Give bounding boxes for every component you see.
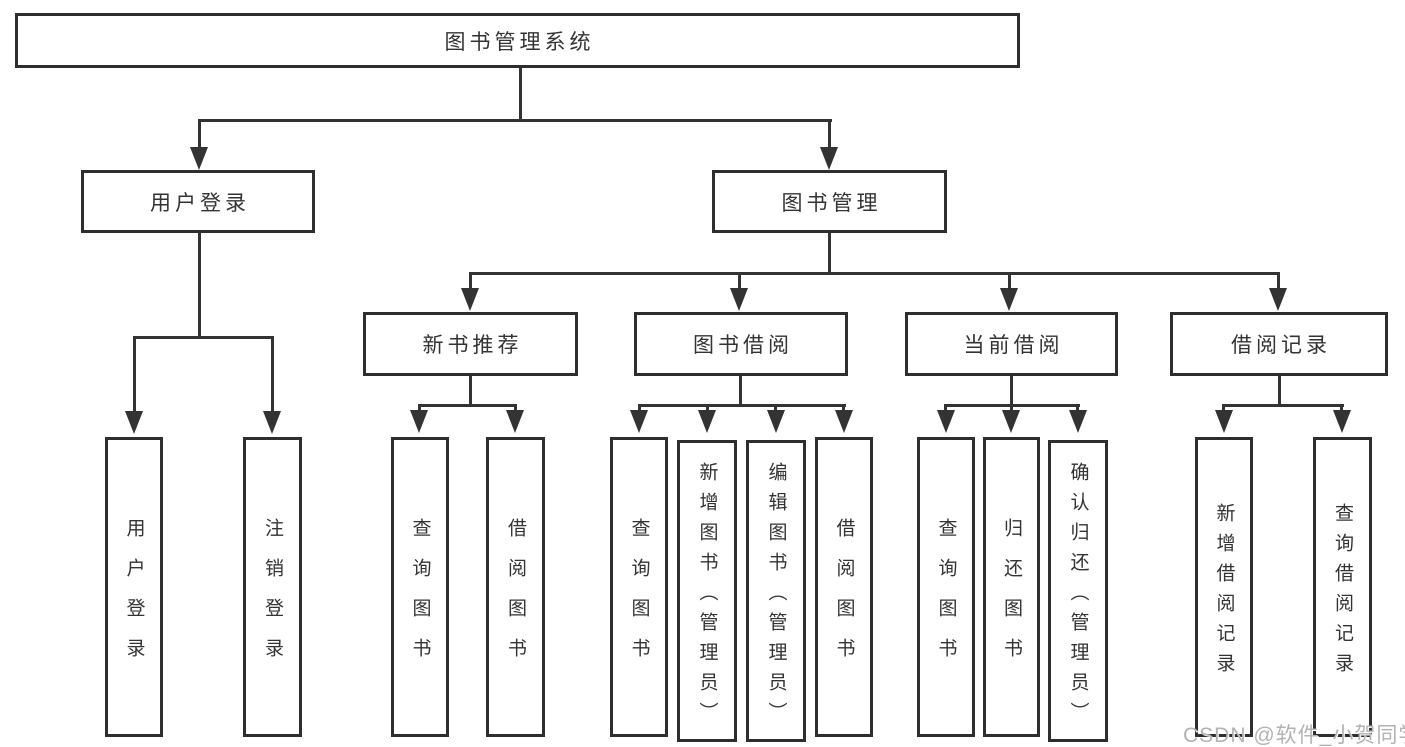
node-label: 图书借阅: [693, 334, 793, 357]
arrow-down-icon: [1269, 288, 1287, 311]
node-label: 用户登录: [150, 191, 250, 215]
leaf-query-books-current: 查询图书: [917, 437, 975, 737]
leaf-edit-book-admin: 编辑图书（管理员）: [746, 440, 806, 742]
connector-drop-borrow-records: [1277, 272, 1280, 289]
node-label: 查询图书: [935, 517, 957, 678]
leaf-borrow-books-rec: 借阅图书: [486, 437, 545, 737]
node-label: 归还图书: [1001, 517, 1022, 678]
connector-stub: [1340, 404, 1343, 412]
node-label: 借阅记录: [1231, 334, 1331, 357]
arrow-down-icon: [767, 410, 785, 433]
arrow-down-icon: [1000, 288, 1018, 311]
arrow-down-icon: [835, 410, 853, 433]
connector-rec-rail: [418, 404, 517, 407]
node-borrow-records: 借阅记录: [1170, 312, 1388, 376]
node-label: 查询借阅记录: [1332, 502, 1353, 683]
leaf-borrow-books: 借阅图书: [815, 437, 873, 737]
node-label: 查询图书: [409, 517, 431, 678]
node-label: 借阅图书: [505, 517, 526, 678]
connector-stub: [842, 404, 845, 412]
node-book-mgmt: 图书管理: [712, 170, 947, 233]
csdn-watermark: CSDN @软件_小贺同学: [1183, 724, 1405, 747]
node-label: 查询图书: [628, 517, 650, 678]
connector-stub: [706, 404, 709, 412]
arrow-down-icon: [698, 410, 716, 433]
arrow-down-icon: [1069, 410, 1087, 433]
connector-records-rail: [1223, 404, 1344, 407]
connector-book-mgmt-drop: [828, 233, 831, 274]
connector-borrow-rail: [638, 404, 846, 407]
node-label: 确认归还（管理员）: [1067, 461, 1089, 732]
connector-drop-new-book-rec: [469, 272, 472, 289]
connector-root-drop: [519, 68, 522, 121]
connector-drop-book-borrow: [738, 272, 741, 289]
connector-drop-current-borrow: [1008, 272, 1011, 289]
connector-records-drop: [1278, 376, 1281, 407]
node-label: 新书推荐: [422, 334, 523, 357]
connector-rec-drop: [469, 376, 472, 407]
arrow-down-icon: [125, 411, 143, 434]
arrow-down-icon: [730, 288, 748, 311]
connector-stub: [1076, 404, 1079, 412]
node-label: 注销登录: [262, 517, 283, 678]
arrow-down-icon: [1333, 410, 1351, 433]
arrow-down-icon: [820, 147, 838, 170]
connector-user-login-drop: [198, 233, 201, 338]
arrow-down-icon: [506, 410, 524, 433]
arrow-down-icon: [630, 410, 648, 433]
connector-drop-user-login: [198, 119, 201, 148]
leaf-query-books-borrow: 查询图书: [610, 437, 668, 737]
leaf-query-books-rec: 查询图书: [391, 437, 449, 737]
node-label: 编辑图书（管理员）: [765, 461, 787, 732]
connector-stub: [514, 404, 517, 412]
arrow-down-icon: [1215, 410, 1233, 433]
node-current-borrow: 当前借阅: [905, 312, 1118, 376]
node-label: 图书管理系统: [444, 30, 595, 54]
connector-stub: [1222, 404, 1225, 412]
arrow-down-icon: [1002, 410, 1020, 433]
arrow-down-icon: [461, 288, 479, 311]
connector-current-drop: [1010, 376, 1013, 407]
connector-borrow-drop: [739, 376, 742, 407]
leaf-user-login: 用户登录: [105, 437, 163, 737]
node-book-borrow: 图书借阅: [634, 312, 848, 376]
connector-stub: [1010, 404, 1013, 412]
connector-stub: [418, 404, 421, 412]
connector-drop-book-mgmt: [828, 119, 831, 148]
node-new-book-rec: 新书推荐: [363, 312, 578, 376]
node-label: 图书管理: [781, 191, 882, 215]
leaf-add-borrow-record: 新增借阅记录: [1195, 437, 1253, 737]
connector-drop-login-leaf: [133, 336, 136, 411]
leaf-add-book-admin: 新增图书（管理员）: [677, 440, 737, 742]
node-label: 新增借阅记录: [1213, 502, 1235, 683]
node-label: 借阅图书: [833, 517, 855, 678]
connector-stub: [638, 404, 641, 412]
connector-drop-logout-leaf: [271, 336, 274, 411]
leaf-query-borrow-record: 查询借阅记录: [1313, 437, 1372, 737]
leaf-logout: 注销登录: [243, 437, 302, 737]
arrow-down-icon: [410, 410, 428, 433]
node-label: 用户登录: [123, 517, 145, 678]
leaf-return-books: 归还图书: [983, 437, 1040, 737]
arrow-down-icon: [263, 411, 281, 434]
connector-level3-rail: [469, 272, 1280, 275]
node-label: 当前借阅: [963, 334, 1064, 357]
connector-stub: [944, 404, 947, 412]
connector-stub: [774, 404, 777, 412]
leaf-confirm-return-admin: 确认归还（管理员）: [1048, 440, 1108, 742]
arrow-down-icon: [937, 410, 955, 433]
connector-level2-rail: [198, 119, 832, 122]
connector-user-login-rail: [133, 336, 274, 339]
node-user-login: 用户登录: [81, 170, 315, 233]
arrow-down-icon: [190, 147, 208, 170]
node-label: 新增图书（管理员）: [696, 461, 718, 732]
node-root: 图书管理系统: [15, 13, 1020, 68]
